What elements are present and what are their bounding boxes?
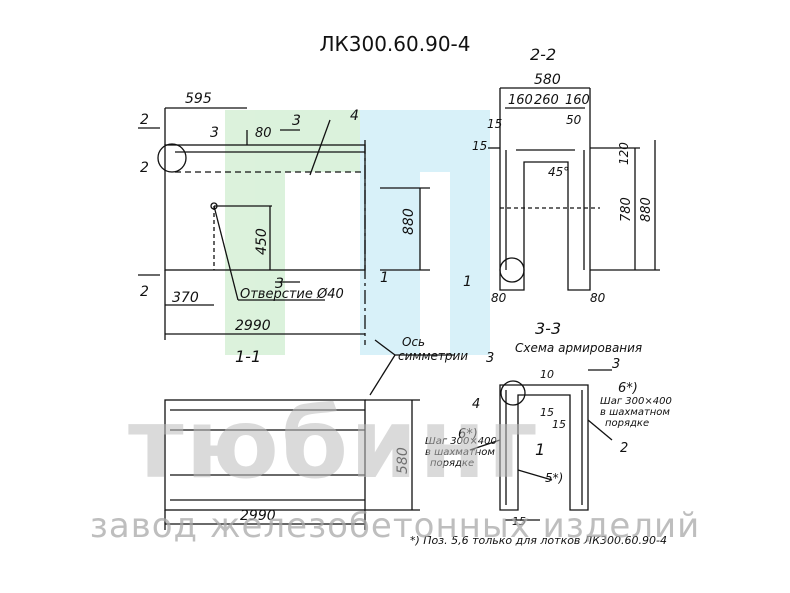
mark-4-armature: 4 [472, 397, 480, 412]
dim-580-top: 580 [534, 72, 561, 88]
dim-15-mid: 15 [540, 406, 554, 419]
section-2-2: 2-2 [530, 45, 556, 64]
page-title: ЛК300.60.90-4 [319, 32, 471, 56]
section-3-3: 3-3 [535, 319, 561, 338]
step-right-3: порядке [605, 418, 649, 429]
view-1-1-geometry [164, 399, 420, 530]
axis-label-1: Ось [402, 335, 425, 349]
dim-15-top: 15 [487, 117, 502, 131]
dim-10: 10 [540, 368, 554, 381]
hole-label: Отверстие Ø40 [240, 287, 344, 302]
mark-3-section: 3 [292, 113, 301, 129]
step-left-3: порядке [430, 458, 474, 469]
view-3-3-geometry [469, 369, 613, 521]
scheme-label: Схема армирования [515, 341, 642, 355]
dim-15-inner: 15 [552, 418, 566, 431]
mark-2-circle: 2 [140, 160, 149, 176]
dim-80: 80 [255, 126, 272, 141]
mark-2-top: 2 [140, 112, 149, 128]
view-2-2-geometry [488, 87, 660, 291]
mark-1: 1 [380, 270, 389, 286]
mark-5: 5*) [545, 471, 563, 485]
mark-4: 4 [350, 108, 359, 124]
dim-450: 450 [254, 228, 270, 255]
mark-3-left: 3 [486, 351, 494, 366]
dim-780: 780 [619, 197, 634, 222]
mark-1-circle: 1 [463, 274, 472, 290]
dim-80-left: 80 [491, 291, 507, 305]
dim-160-right: 160 [565, 93, 590, 108]
mark-3-bottom: 3 [275, 276, 284, 292]
dim-2990: 2990 [235, 318, 271, 334]
step-left-1: Шаг 300×400 [425, 436, 497, 447]
dim-260: 260 [534, 93, 559, 108]
dim-595: 595 [185, 91, 212, 107]
step-left-2: в шахматном [425, 447, 495, 458]
logo-watermark [225, 110, 490, 355]
dim-370: 370 [172, 290, 199, 306]
dim-880: 880 [401, 208, 417, 235]
dim-120: 120 [617, 142, 631, 165]
footnote: *) Поз. 5,6 только для лотков ЛК300.60.9… [410, 534, 667, 547]
dim-2990-bottom: 2990 [240, 508, 276, 524]
step-right-2: в шахматном [600, 407, 670, 418]
dim-15-left: 15 [472, 139, 487, 153]
dim-160-left: 160 [508, 93, 533, 108]
view-1-geometry [138, 107, 455, 396]
dim-580-side: 580 [395, 447, 411, 474]
section-1-1: 1-1 [235, 347, 261, 366]
dim-50: 50 [566, 113, 582, 127]
dim-80-right: 80 [590, 291, 606, 305]
angle-45: 45° [548, 165, 569, 179]
mark-2-bottom: 2 [140, 284, 149, 300]
mark-6-right: 6*) [618, 381, 638, 396]
labels: 595 80 3 3 4 2 2 2 3 1 880 450 370 Отвер… [140, 45, 672, 547]
mark-3: 3 [210, 125, 219, 141]
axis-label-2: симметрии [398, 349, 468, 363]
mark-3-right: 3 [612, 357, 620, 372]
dim-880-right: 880 [639, 197, 654, 222]
mark-1-armature: 1 [535, 440, 545, 459]
dim-15-bottom: 15 [512, 515, 526, 528]
mark-2-armature: 2 [620, 441, 628, 456]
step-right-1: Шаг 300×400 [600, 396, 672, 407]
mark-6-left: 6*) [458, 427, 478, 442]
